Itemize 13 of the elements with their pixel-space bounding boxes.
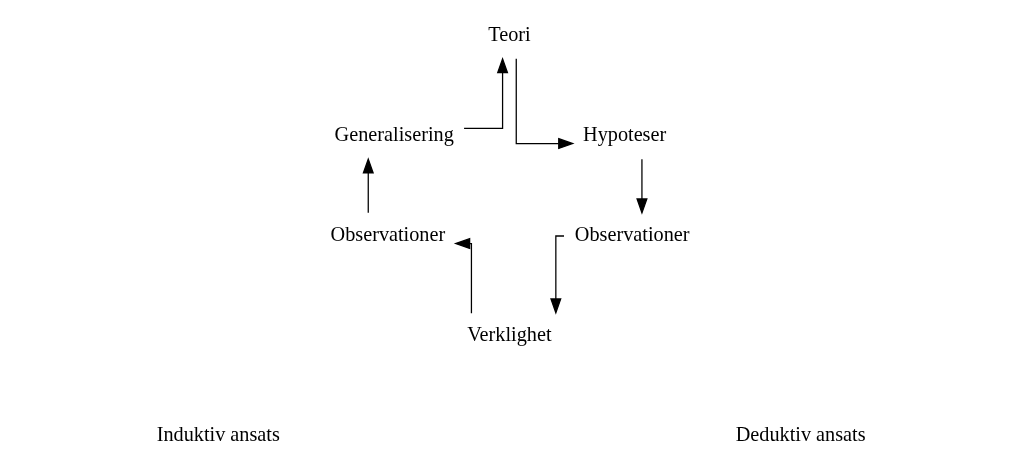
- node-text: Teori: [488, 22, 531, 45]
- node-text: Generalisering: [334, 122, 454, 145]
- arrow: [515, 58, 575, 150]
- arrow: [636, 158, 648, 215]
- arrow: [362, 157, 375, 214]
- arrow: [453, 237, 473, 314]
- node-text: Observationer: [330, 222, 446, 245]
- node-text: Observationer: [574, 222, 690, 245]
- node-text: Hypoteser: [583, 122, 667, 145]
- arrow: [463, 56, 509, 130]
- node-text: Verklighet: [467, 322, 552, 345]
- label: Deduktiv ansats: [735, 422, 866, 445]
- label: Induktiv ansats: [156, 422, 280, 445]
